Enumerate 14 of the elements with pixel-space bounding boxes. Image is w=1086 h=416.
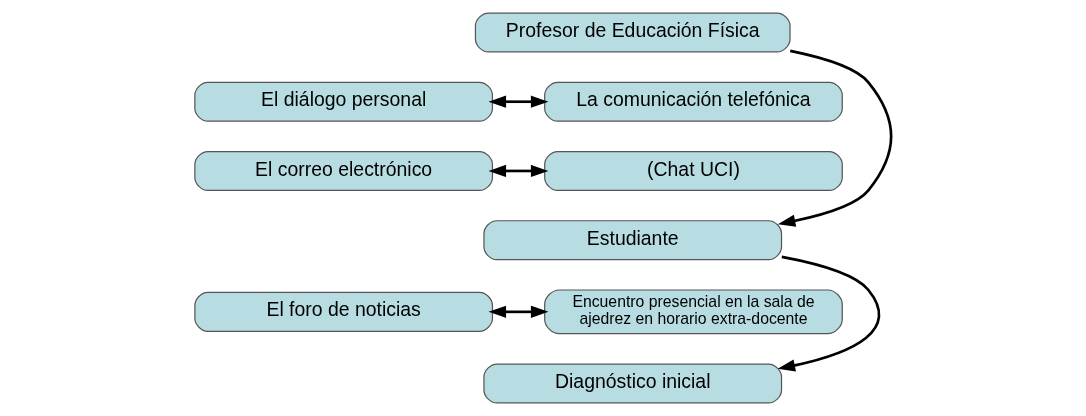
node-box: El foro de noticias [194, 291, 494, 332]
node-box: El diálogo personal [194, 81, 494, 122]
node-box: (Chat UCI) [544, 150, 843, 191]
node-box: Profesor de Educación Física [474, 12, 791, 53]
arrow [488, 305, 549, 318]
node-box: Diagnóstico inicial [483, 363, 783, 404]
node-box: La comunicación telefónica [544, 81, 843, 122]
arrow [777, 255, 881, 372]
arrow [777, 49, 893, 227]
arrow [488, 164, 549, 178]
node-box: El correo electrónico [194, 150, 494, 191]
node-box: Encuentro presencial en la sala de ajedrez en horario extra-docente [544, 289, 843, 335]
arrow [488, 95, 549, 108]
node-box: Estudiante [483, 220, 783, 261]
